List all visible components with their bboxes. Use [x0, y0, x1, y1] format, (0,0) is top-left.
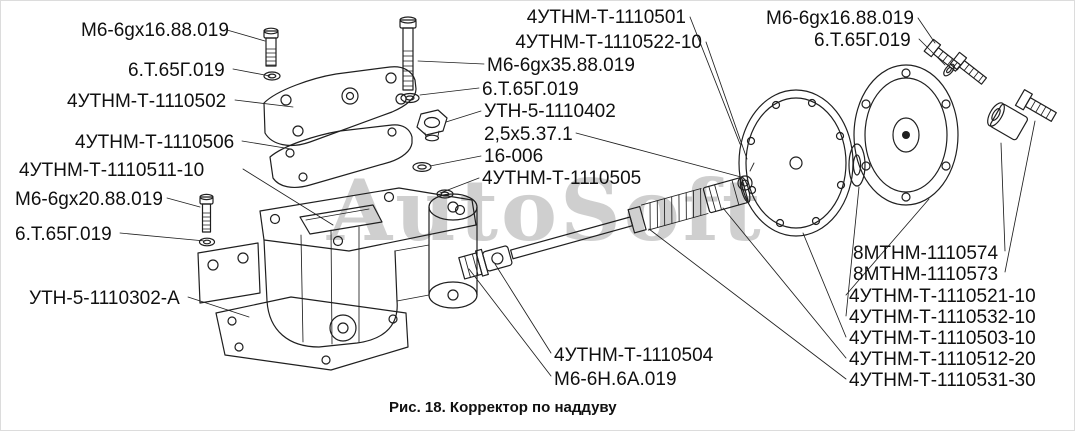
part-label-bolt-m6x35: М6-6gх35.88.019 [487, 55, 635, 76]
bolt-m6x20-left [199, 193, 214, 233]
mount-gasket [215, 296, 409, 371]
part-label-housing: 4УТНМ-Т-1110511-10 [19, 160, 205, 181]
part-label-bolt-m6x16-right: М6-6gх16.88.019 [766, 8, 914, 29]
spring-collar [627, 205, 647, 234]
part-label-corrector-assy: 4УТНМ-Т-1110501 [526, 7, 686, 28]
part-label-bolt-8mtnm: 8МТНМ-1110573 [853, 264, 999, 285]
part-label-pin: 2,5х5.37.1 [484, 124, 573, 145]
washer-right [943, 63, 955, 77]
part-label-cover-flange: 4УТНМ-Т-1110521-10 [849, 286, 1036, 307]
bushing-8mtnm-1110574 [987, 102, 1028, 141]
washer-16-006 [412, 162, 432, 173]
part-label-1110522: 4УТНМ-Т-1110522-10 [515, 32, 702, 53]
part-label-1110505: 4УТНМ-Т-1110505 [482, 168, 642, 189]
spacer-ring [848, 143, 866, 187]
part-label-plunger: 4УТНМ-Т-1110512-20 [849, 349, 1036, 370]
part-label-plug: УТН-5-1110402 [484, 101, 616, 122]
bolt-m6x16-left [263, 27, 279, 67]
rod-assembly [458, 176, 751, 280]
bolt-m6x35 [399, 16, 417, 91]
washer-m6x20 [198, 237, 216, 247]
bolt-m6x16-right-2 [949, 51, 988, 85]
cover-flange [853, 64, 959, 206]
part-label-washer-m6x35: 6.Т.65Г.019 [482, 79, 579, 100]
cover-plate [263, 66, 417, 146]
part-label-bushing: 8МТНМ-1110574 [853, 243, 999, 264]
bolt-8mtnm-1110573 [1014, 89, 1057, 122]
spring [640, 188, 709, 231]
cover-gasket [269, 124, 413, 188]
figure-caption: Рис. 18. Корректор по наддуву [389, 399, 617, 416]
part-label-bolt-m6x16-left: М6-6gх16.88.019 [81, 20, 229, 41]
bolt-m6x16-right-1 [923, 38, 962, 72]
hex-plug [416, 109, 448, 142]
diaphragm-disc [738, 89, 854, 237]
part-label-washer-right: 6.Т.65Г.019 [814, 30, 911, 51]
watermark: AutoSoft [327, 161, 764, 260]
part-label-washer-left-top: 6.Т.65Г.019 [128, 60, 225, 81]
washer-left-top [263, 71, 281, 81]
part-label-1110532: 4УТНМ-Т-1110532-10 [849, 307, 1036, 328]
part-label-bolt-m6x20: М6-6gх20.88.019 [15, 189, 163, 210]
part-label-washer-left: 6.Т.65Г.019 [15, 224, 112, 245]
part-label-cover-plate: 4УТНМ-Т-1110502 [67, 91, 227, 112]
rod-shaft [510, 216, 634, 260]
part-label-1110504: 4УТНМ-Т-1110504 [554, 345, 714, 366]
leader-lines [119, 16, 1036, 380]
part-label-diaphragm: 4УТНМ-Т-1110503-10 [849, 328, 1036, 349]
part-label-mount-gasket: УТН-5-1110302-А [29, 288, 180, 309]
part-label-rod: 4УТНМ-Т-1110531-30 [849, 370, 1036, 391]
diaphragm-hub [737, 162, 755, 191]
clevis [482, 245, 513, 272]
part-label-washer-16-006: 16-006 [484, 146, 544, 167]
part-label-cover-gasket: 4УТНМ-Т-1110506 [75, 132, 235, 153]
housing-body [197, 187, 478, 348]
part-label-nut-m6: М6-6Н.6А.019 [554, 369, 677, 390]
